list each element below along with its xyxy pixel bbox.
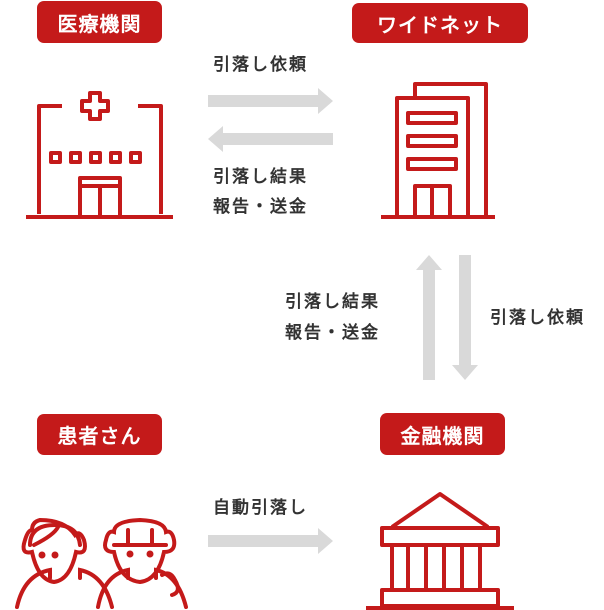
arrow-right-bottom (208, 528, 333, 554)
result-label-mid-2: 報告・送金 (285, 323, 380, 343)
arrow-down (452, 255, 478, 380)
request-label-right: 引落し依頼 (490, 308, 585, 328)
patients-icon (15, 517, 188, 609)
result-label-top-2: 報告・送金 (213, 197, 308, 217)
arrow-up (416, 255, 442, 380)
widenet-label: ワイドネット (352, 3, 528, 43)
hospital-label: 医療機関 (37, 1, 162, 43)
patient-label: 患者さん (37, 414, 162, 455)
auto-debit-label: 自動引落し (213, 498, 308, 518)
result-label-mid-1: 引落し結果 (285, 292, 380, 312)
request-label-top: 引落し依頼 (213, 55, 308, 75)
bank-label: 金融機関 (380, 413, 505, 455)
arrow-left-top (208, 126, 333, 152)
hospital-icon (26, 91, 173, 219)
office-building-icon (381, 82, 495, 219)
arrow-right-top (208, 88, 333, 114)
result-label-top-1: 引落し結果 (213, 167, 308, 187)
